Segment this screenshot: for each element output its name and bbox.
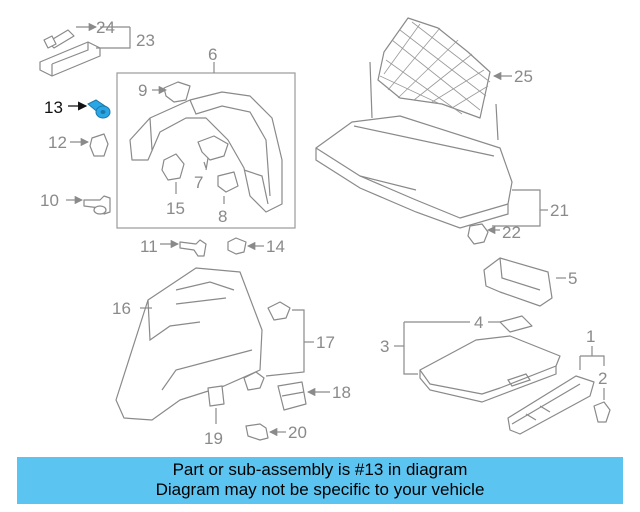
part-21-tonneau-cover xyxy=(315,115,513,229)
label-20: 20 xyxy=(288,423,307,442)
label-7: 7 xyxy=(194,173,203,192)
label-3: 3 xyxy=(380,337,389,356)
bracket-1 xyxy=(579,346,605,370)
bracket-3 xyxy=(403,321,470,375)
label-8: 8 xyxy=(218,207,227,226)
parts-diagram: 24 23 13 12 10 6 9 7 xyxy=(39,17,611,448)
part-25-cargo-net xyxy=(369,17,499,141)
label-12: 12 xyxy=(48,133,67,152)
label-2: 2 xyxy=(598,369,607,388)
label-15: 15 xyxy=(166,199,185,218)
part-14-bolt xyxy=(227,237,247,255)
info-banner: Part or sub-assembly is #13 in diagram D… xyxy=(17,457,623,504)
part-1-sill-trim xyxy=(507,375,595,435)
label-5: 5 xyxy=(568,269,577,288)
label-1: 1 xyxy=(586,327,595,346)
part-15-bracket xyxy=(161,153,185,181)
banner-line-part: Part or sub-assembly is #13 in diagram xyxy=(172,460,468,479)
label-10: 10 xyxy=(40,191,59,210)
part-23-lamp-housing xyxy=(39,41,101,77)
label-16: 16 xyxy=(112,299,131,318)
banner-line-disclaimer: Diagram may not be specific to your vehi… xyxy=(155,480,485,499)
label-21: 21 xyxy=(550,201,569,220)
leader-7 xyxy=(203,161,207,169)
leader-23 xyxy=(96,27,131,49)
part-20-bolt xyxy=(245,423,269,441)
part-17-clip-a xyxy=(267,301,291,321)
label-25: 25 xyxy=(514,67,533,86)
label-18: 18 xyxy=(332,383,351,402)
part-8-clip xyxy=(217,171,239,193)
label-23: 23 xyxy=(136,31,155,50)
label-6: 6 xyxy=(208,45,217,64)
part-16-side-trim xyxy=(115,267,263,421)
label-13: 13 xyxy=(44,98,63,117)
part-19-cover xyxy=(207,385,225,407)
bracket-21 xyxy=(492,189,541,227)
part-18-plate xyxy=(277,381,307,411)
part-7-clip xyxy=(197,135,229,171)
part-9-clip xyxy=(163,81,191,103)
part-4-mat xyxy=(499,315,533,333)
part-3-floor-board xyxy=(419,335,561,403)
label-4: 4 xyxy=(474,313,483,332)
part-22-hook xyxy=(467,223,489,245)
box-6 xyxy=(116,72,296,229)
part-13-grommet xyxy=(87,99,111,119)
part-5-bracket xyxy=(483,257,553,307)
bracket-17 xyxy=(265,309,305,377)
label-22: 22 xyxy=(502,223,521,242)
label-11: 11 xyxy=(140,237,158,256)
label-19: 19 xyxy=(204,429,223,448)
part-24-bulb xyxy=(43,29,75,49)
label-17: 17 xyxy=(316,333,335,352)
label-9: 9 xyxy=(138,81,147,100)
part-17-clip-b xyxy=(243,371,265,391)
part-10-bolt xyxy=(83,195,111,215)
part-2-clip xyxy=(593,401,611,423)
part-11-bolt xyxy=(179,239,207,257)
part-12-clip xyxy=(89,133,109,157)
part-6-trim-panel xyxy=(129,91,283,213)
label-24: 24 xyxy=(96,18,115,37)
label-14: 14 xyxy=(266,237,285,256)
